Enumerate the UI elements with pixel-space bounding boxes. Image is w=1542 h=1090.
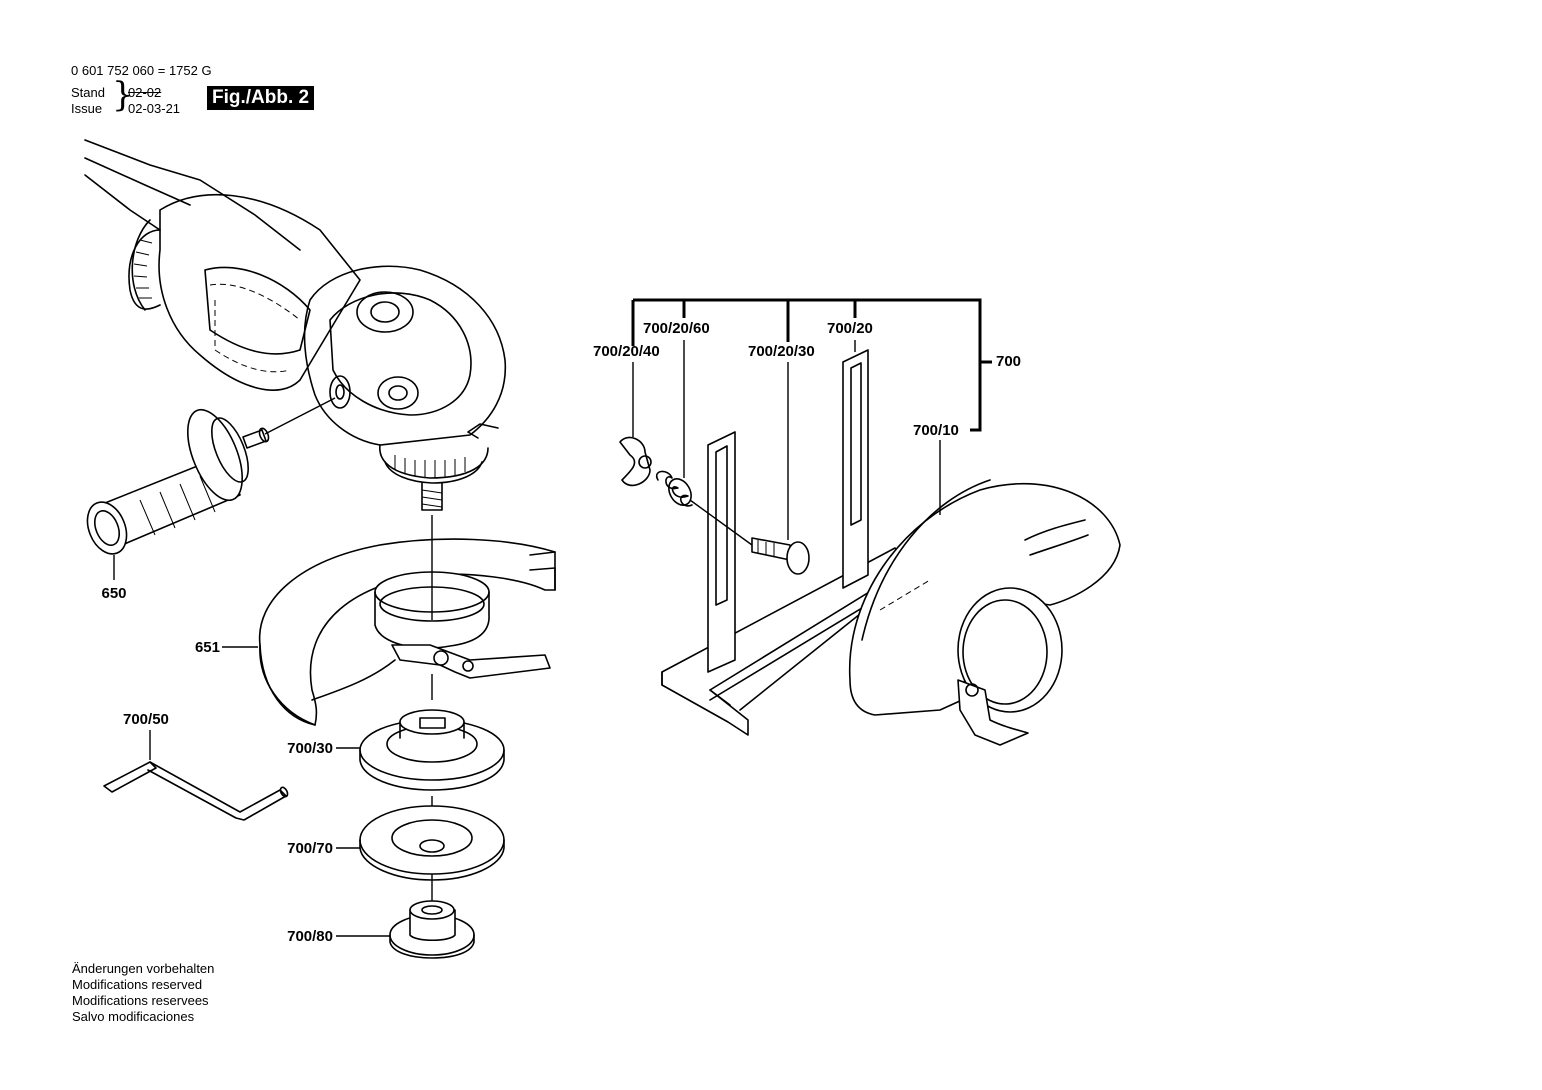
callout-bracket — [631, 298, 992, 540]
callout-700: 700 — [996, 353, 1022, 370]
note-de: Änderungen vorbehalten — [72, 961, 215, 976]
clamping-nut — [336, 900, 475, 959]
issue-date: 02-03-21 — [128, 101, 181, 116]
stand-label: Stand — [71, 85, 105, 100]
note-en: Modifications reserved — [72, 977, 203, 992]
brace-icon: } — [112, 75, 134, 115]
allen-key — [103, 730, 289, 821]
protective-guard — [222, 538, 556, 726]
callout-700-70: 700/70 — [287, 840, 333, 857]
callout-700-20-60: 700/20/60 — [643, 320, 710, 337]
cutting-guide — [619, 349, 906, 736]
stand-date: 02-02 — [128, 85, 162, 100]
cutting-guard-hood — [848, 479, 1121, 746]
callout-700-10: 700/10 — [913, 422, 959, 439]
callout-700-20: 700/20 — [827, 320, 873, 337]
part-number: 0 601 752 060 = 1752 G — [71, 63, 212, 78]
note-fr: Modifications reservees — [72, 993, 209, 1008]
callout-700-50: 700/50 — [123, 711, 169, 728]
callout-700-20-30: 700/20/30 — [748, 343, 815, 360]
callout-700-20-40: 700/20/40 — [593, 343, 660, 360]
footer-notes: Änderungen vorbehalten Modifications res… — [72, 961, 214, 1025]
backing-flange — [336, 709, 505, 791]
issue-label: Issue — [71, 101, 103, 116]
note-es: Salvo modificaciones — [72, 1009, 195, 1024]
callout-700-80: 700/80 — [287, 928, 333, 945]
figure-label: Fig./Abb. 2 — [207, 86, 315, 110]
callout-700-30: 700/30 — [287, 740, 333, 757]
cutting-disc — [336, 805, 505, 881]
angle-grinder-body — [84, 139, 507, 511]
callout-650: 650 — [101, 585, 127, 602]
auxiliary-handle — [86, 397, 336, 580]
callout-651: 651 — [194, 639, 220, 656]
